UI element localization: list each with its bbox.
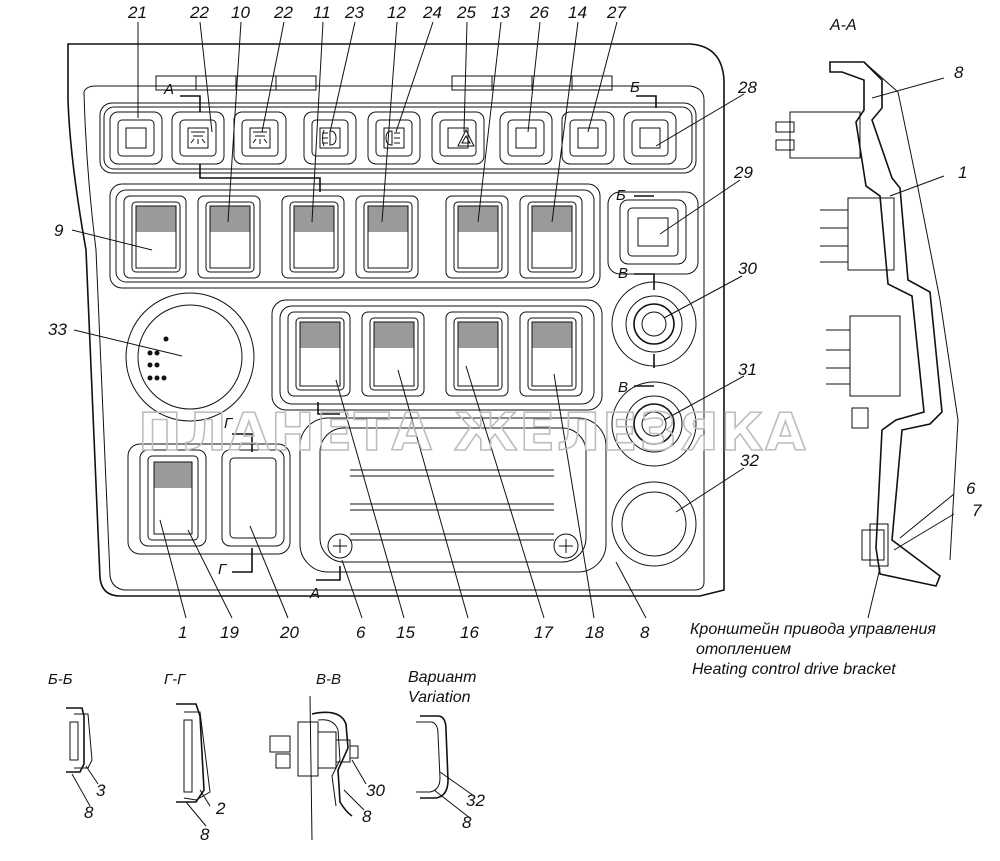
callout-8: 8: [640, 623, 650, 642]
detail-gg: Г-Г 2 8: [164, 671, 226, 844]
detail-bb: Б-Б 3 8: [48, 671, 106, 822]
main-panel: [67, 43, 725, 597]
callout-14: 14: [568, 3, 587, 22]
headlight-icon: [190, 131, 206, 144]
section-v-lower: В: [618, 379, 628, 396]
section-a-bottom: А: [309, 585, 320, 602]
callout-19: 19: [220, 623, 239, 642]
section-marks: А А Б Б В В Г Г: [163, 79, 640, 602]
view-aa-label-7: 7: [972, 501, 982, 520]
callout-29: 29: [733, 163, 753, 182]
screw-icon: [327, 533, 353, 559]
leader-lines: [71, 21, 745, 619]
bottom-callouts: 1 19 20 6 15 16 17 18 8: [178, 623, 650, 642]
watermark: ПЛАНЕТА ЖЕЛЕЗЯКА: [138, 403, 807, 463]
callout-30: 30: [738, 259, 757, 278]
callout-22: 22: [189, 3, 209, 22]
view-aa-title: А-А: [829, 17, 857, 34]
callout-27: 27: [606, 3, 626, 22]
top-button-row: [109, 111, 677, 165]
section-a-top: А: [163, 81, 174, 98]
rocker-row-upper: [123, 195, 583, 279]
view-aa-label-6: 6: [966, 479, 976, 498]
section-g-upper: Г: [224, 415, 234, 432]
callout-11: 11: [313, 3, 331, 22]
variant-label-8: 8: [462, 813, 472, 832]
detail-gg-label-8: 8: [200, 825, 210, 844]
callout-17: 17: [534, 623, 553, 642]
screw-icon: [553, 533, 579, 559]
callout-28: 28: [737, 78, 757, 97]
detail-variant: Вариант Variation 32 8: [408, 669, 485, 832]
callout-32: 32: [740, 451, 759, 470]
rocker-row-lower: [287, 311, 583, 397]
section-view-aa: А-А 8 1 6 7 Кронштейн привода управления…: [690, 17, 982, 678]
callout-1: 1: [178, 623, 187, 642]
side-callouts: 28 29 30 31 32 9 33: [48, 78, 759, 470]
callout-16: 16: [460, 623, 479, 642]
variant-title-ru: Вариант: [408, 669, 476, 686]
section-v-upper: В: [618, 265, 628, 282]
caption-ru-line2: отоплением: [696, 641, 791, 658]
detail-vv-label-30: 30: [366, 781, 385, 800]
callout-25: 25: [456, 3, 476, 22]
front-fog-light-icon: [322, 129, 337, 147]
detail-bb-label-3: 3: [96, 781, 106, 800]
top-callouts: 21 22 10 22 11 23 12 24 25 13 26 14 27: [127, 3, 626, 22]
section-b-top: Б: [630, 79, 640, 96]
detail-gg-label-2: 2: [215, 799, 226, 818]
callout-31: 31: [738, 360, 757, 379]
detail-bb-label-8: 8: [84, 803, 94, 822]
callout-24: 24: [422, 3, 442, 22]
variant-label-32: 32: [466, 791, 485, 810]
view-aa-label-1: 1: [958, 163, 967, 182]
callout-21: 21: [127, 3, 147, 22]
detail-bb-title: Б-Б: [48, 671, 73, 688]
callout-9: 9: [54, 221, 64, 240]
variant-title-en: Variation: [408, 689, 471, 706]
callout-18: 18: [585, 623, 604, 642]
headlight-icon: [252, 131, 268, 144]
callout-20: 20: [279, 623, 299, 642]
detail-vv-label-8: 8: [362, 807, 372, 826]
callout-10: 10: [231, 3, 250, 22]
callout-13: 13: [491, 3, 510, 22]
section-b-mid: Б: [616, 187, 626, 204]
view-aa-label-8: 8: [954, 63, 964, 82]
caption-ru-line1: Кронштейн привода управления: [690, 621, 936, 638]
callout-33: 33: [48, 320, 67, 339]
detail-vv: В-В 30 8: [269, 671, 385, 841]
callout-12: 12: [387, 3, 406, 22]
callout-23: 23: [344, 3, 364, 22]
callout-15: 15: [396, 623, 415, 642]
hazard-warning-icon: [457, 128, 475, 147]
callout-26: 26: [529, 3, 549, 22]
section-g-lower: Г: [218, 561, 228, 578]
detail-gg-title: Г-Г: [164, 671, 187, 688]
detail-vv-title: В-В: [316, 671, 341, 688]
callout-6: 6: [356, 623, 366, 642]
caption-en: Heating control drive bracket: [692, 661, 896, 678]
callout-22b: 22: [273, 3, 293, 22]
